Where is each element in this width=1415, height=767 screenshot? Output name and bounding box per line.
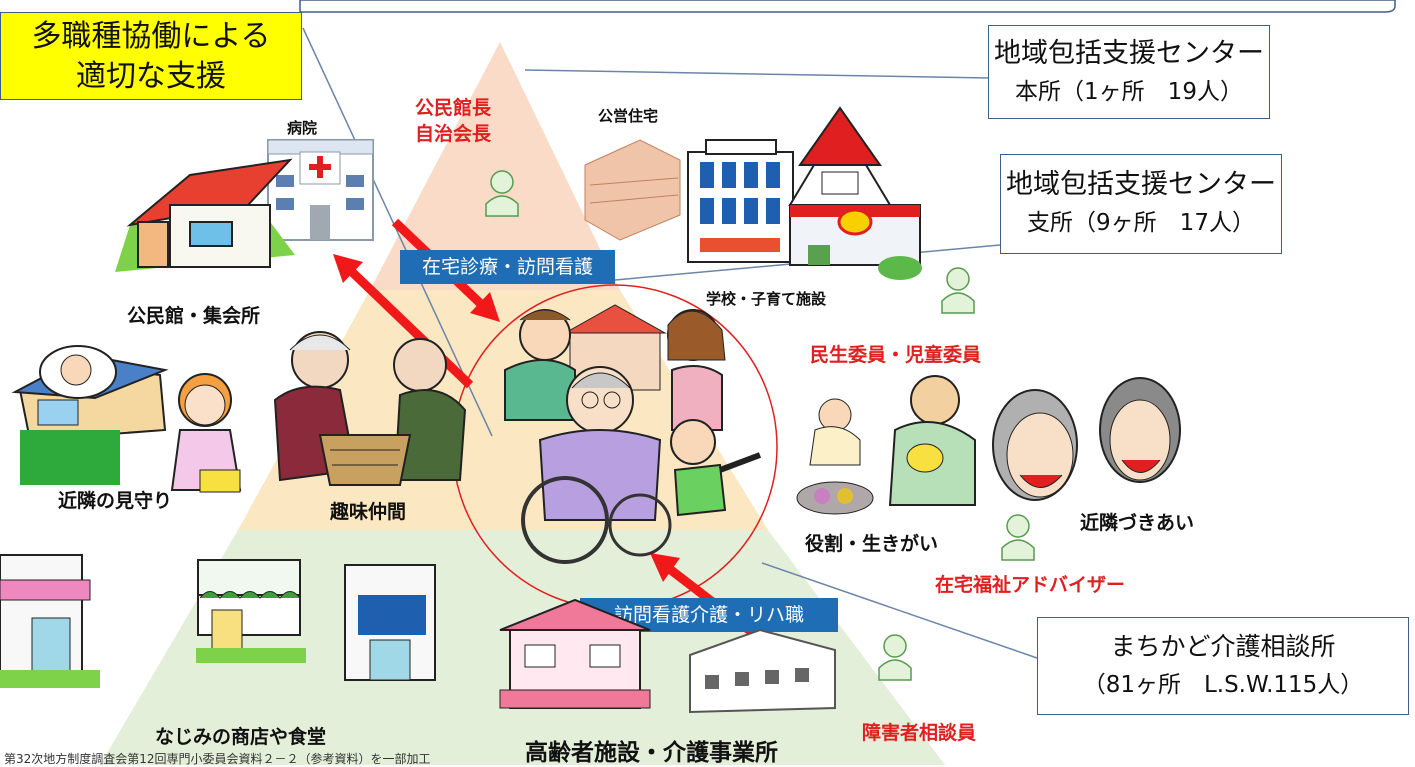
- family-wheelchair-illustration: [504, 304, 762, 564]
- person-icon-disability-counselor: [878, 634, 912, 681]
- role-purpose-label: 役割・生きがい: [805, 533, 939, 555]
- public-housing-icon: [584, 139, 681, 241]
- main-center-title: 地域包括支援センター: [994, 38, 1264, 69]
- multi-profession-line1: 多職種協働による: [31, 19, 271, 54]
- role-purpose-illustration: [796, 375, 976, 515]
- public-housing-label: 公営住宅: [598, 107, 659, 125]
- elderly-facility-label: 高齢者施設・介護事業所: [525, 740, 778, 766]
- shops-label: なじみの商店や食堂: [155, 726, 327, 748]
- connector-line-yellow: [302, 27, 493, 437]
- neighbor-watch-illustration: [11, 345, 242, 493]
- shop-icon: [196, 559, 306, 663]
- person-icon-welfare-advisor: [1001, 514, 1035, 561]
- hobby-friends-label: 趣味仲間: [330, 501, 407, 523]
- home-medical-label: 在宅診療・訪問看護: [400, 250, 615, 284]
- hall-leader-line2: 自治会長: [415, 123, 492, 145]
- hospital-icon: [267, 139, 374, 241]
- branch-center-title: 地域包括支援センター: [1006, 169, 1276, 200]
- care-office-icon: [689, 628, 836, 714]
- corner-store-icon: [0, 554, 100, 688]
- consult-detail: （81ヶ所 L.S.W.115人）: [1082, 672, 1364, 698]
- pyramid-top-tier: [370, 42, 620, 290]
- community-hall-icon: [115, 158, 295, 272]
- elderly-facility-icon: [499, 598, 651, 709]
- hall-leader-line1: 公民館長: [415, 97, 492, 119]
- main-center-detail: 本所（1ヶ所 19人）: [1015, 79, 1243, 105]
- top-banner-edge: [299, 0, 1396, 13]
- person-icon-welfare-commissioner: [941, 267, 975, 314]
- multi-profession-callout: 多職種協働による 適切な支援: [0, 12, 302, 100]
- community-hall-label: 公民館・集会所: [127, 305, 261, 327]
- consult-callout: まちかど介護相談所 （81ヶ所 L.S.W.115人）: [1037, 617, 1409, 715]
- hobby-friends-illustration: [273, 331, 467, 486]
- apartment-building-icon: [687, 139, 794, 263]
- multi-profession-line2: 適切な支援: [76, 59, 226, 94]
- hall-leader-label: 公民館長 自治会長: [415, 95, 491, 147]
- branch-center-detail: 支所（9ヶ所 17人）: [1027, 210, 1255, 236]
- visit-care-label: 訪問看護介護・リハ職: [580, 598, 838, 632]
- store-building-icon: [344, 564, 436, 681]
- consult-title: まちかど介護相談所: [1110, 632, 1336, 661]
- hospital-label: 病院: [287, 119, 318, 137]
- person-icon-hall-leader: [485, 170, 519, 217]
- school-icon: [788, 106, 922, 280]
- disability-counselor-label: 障害者相談員: [862, 722, 977, 744]
- arrow-home-medical-head: [470, 292, 500, 322]
- neighbor-relations-illustration: [992, 377, 1181, 501]
- welfare-advisor-label: 在宅福祉アドバイザー: [935, 574, 1126, 596]
- arrow-hospital-shaft: [346, 266, 474, 389]
- neighbor-watch-label: 近隣の見守り: [58, 490, 173, 512]
- welfare-commissioner-label: 民生委員・児童委員: [810, 344, 982, 366]
- arrow-visit-care-head: [650, 553, 680, 582]
- main-center-callout: 地域包括支援センター 本所（1ヶ所 19人）: [988, 25, 1270, 119]
- connector-line-main-center: [524, 69, 991, 79]
- neighbor-relations-label: 近隣づきあい: [1080, 512, 1195, 534]
- source-note: 第32次地方制度調査会第12回専門小委員会資料２－２（参考資料）を一部加工: [4, 752, 431, 766]
- branch-center-callout: 地域包括支援センター 支所（9ヶ所 17人）: [1000, 154, 1282, 254]
- connector-line-consult: [761, 562, 1038, 659]
- school-label: 学校・子育て施設: [706, 290, 827, 308]
- arrow-hospital-head: [333, 254, 363, 283]
